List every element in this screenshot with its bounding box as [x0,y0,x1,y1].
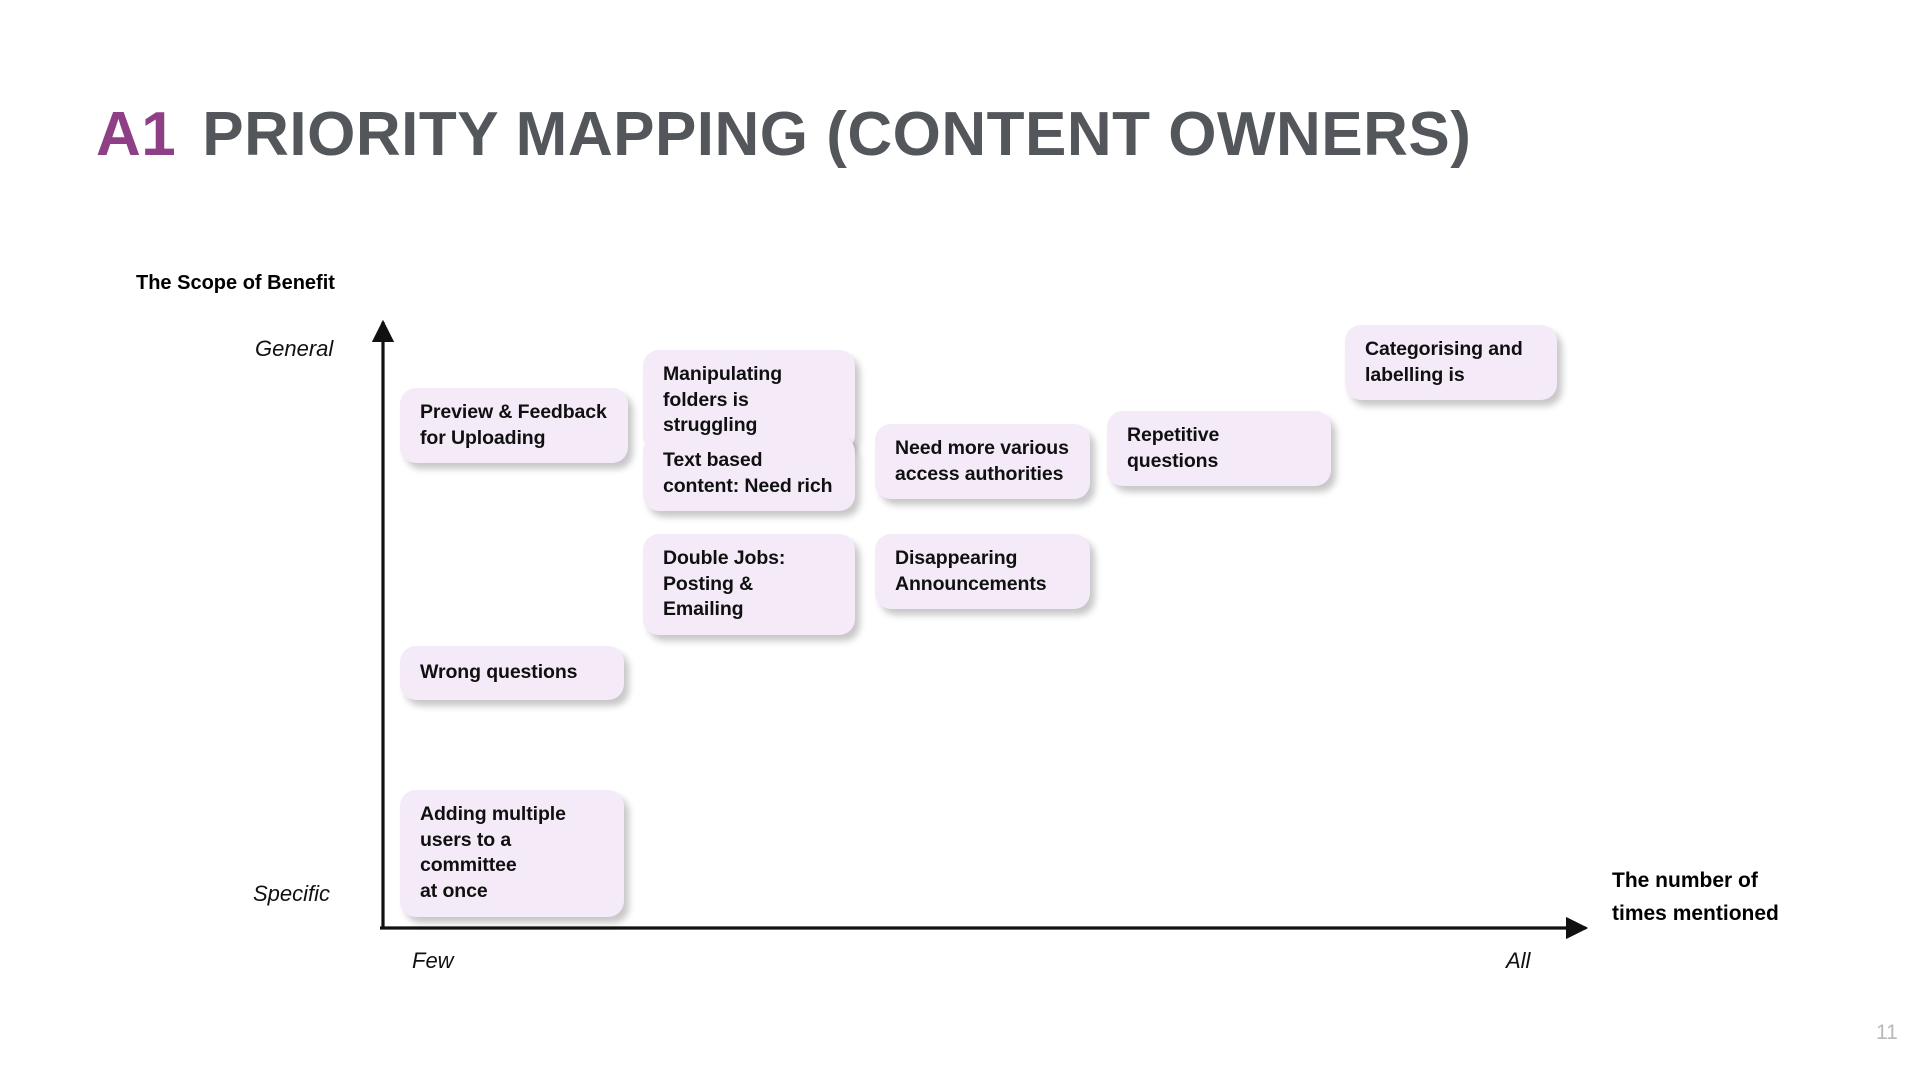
priority-card-label: Preview & Feedback for Uploading [420,401,607,449]
priority-card[interactable]: Disappearing Announcements [875,534,1090,610]
priority-card[interactable]: Categorising and labelling is [1345,325,1557,401]
y-axis-title: The Scope of Benefit [136,272,335,294]
y-axis-tick-general: General [255,336,334,361]
priority-card-label: Need more various access authorities [895,437,1069,485]
x-axis-title-line2: times mentioned [1612,901,1779,925]
x-axis-title: The number of times mentioned [1612,865,1779,930]
x-axis-tick-all: All [1506,948,1531,973]
priority-card[interactable]: Need more various access authorities [875,424,1090,500]
priority-card[interactable]: Preview & Feedback for Uploading [400,388,628,464]
priority-card-label: Wrong questions [420,661,578,684]
priority-card[interactable]: Text based content: Need rich [643,436,855,512]
priority-card-label: Adding multiple users to a committee at … [420,803,566,903]
priority-card[interactable]: Double Jobs: Posting & Emailing [643,534,855,636]
priority-card[interactable]: Manipulating folders is struggling [643,350,855,452]
priority-card-label: Disappearing Announcements [895,547,1047,595]
priority-card[interactable]: Adding multiple users to a committee at … [400,790,624,917]
priority-card-label: Categorising and labelling is [1365,338,1523,386]
priority-card[interactable]: Wrong questions [400,646,624,700]
slide-title-text: PRIORITY MAPPING (CONTENT OWNERS) [202,100,1472,169]
priority-card-label: Manipulating folders is struggling [663,363,783,437]
priority-card-label: Text based content: Need rich [663,449,833,497]
x-axis-title-line1: The number of [1612,869,1758,892]
x-axis-tick-few: Few [412,948,454,973]
priority-card[interactable]: Repetitive questions [1107,411,1331,487]
page-number: 11 [1876,1021,1898,1044]
priority-card-label: Double Jobs: Posting & Emailing [663,547,786,621]
slide-badge: A1 [96,100,177,169]
priority-card-label: Repetitive questions [1127,424,1220,472]
y-axis-tick-specific: Specific [253,881,331,906]
